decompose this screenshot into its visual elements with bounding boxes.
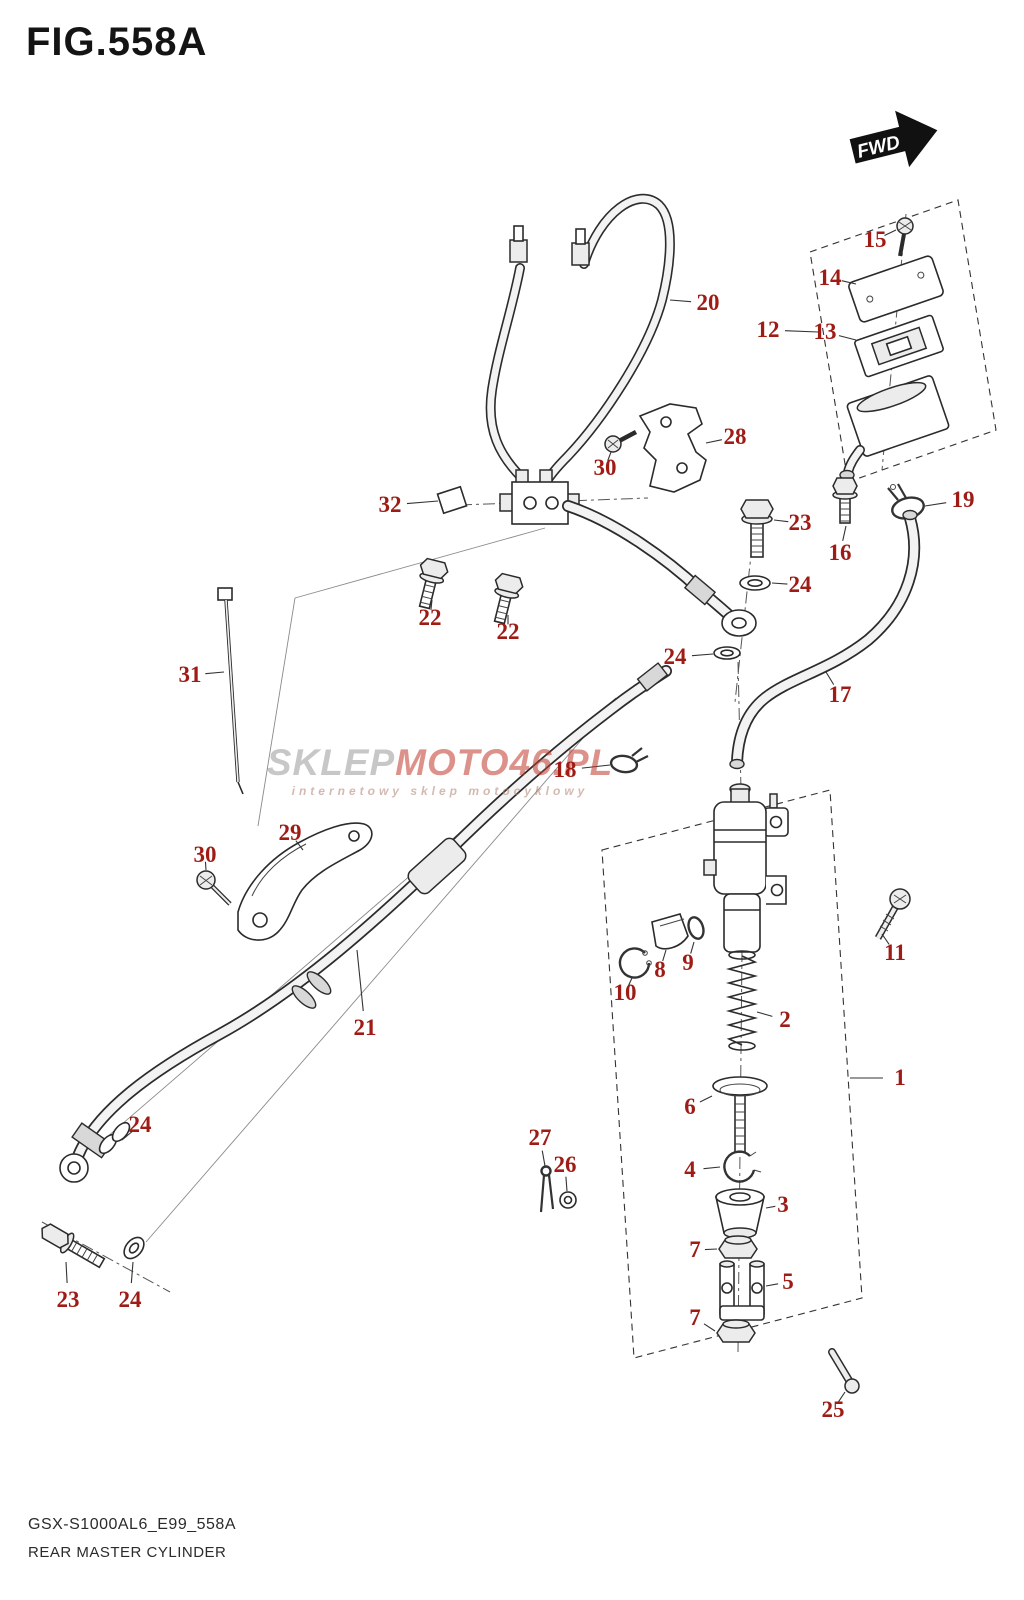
leader-line-22: [430, 599, 433, 610]
leader-line-3: [765, 1205, 776, 1209]
leader-line-2: [756, 1011, 773, 1017]
part-28-bracket: [638, 403, 707, 493]
part-13-diaphragm-plate: [854, 314, 944, 378]
figure-title: FIG.558A: [26, 20, 208, 64]
part-32-protector: [436, 485, 468, 515]
part-20-brake-pipes: [485, 193, 675, 491]
part-3-boot: [715, 1188, 765, 1239]
leader-lines: [65, 229, 947, 1403]
part-22-bolt-left: [418, 557, 449, 610]
part-18-clamp: [609, 747, 649, 774]
part-21-brake-hose: [59, 662, 672, 1183]
footer-code: GSX-S1000AL6_E99_558A: [28, 1516, 236, 1533]
leader-line-24: [771, 582, 788, 585]
fwd-arrow: FWD: [849, 110, 938, 168]
leader-line-25: [837, 1391, 846, 1403]
leader-line-8: [662, 949, 667, 962]
junction-block: [499, 469, 580, 525]
leader-line-20: [669, 299, 692, 303]
part-16-bolt: [832, 477, 858, 524]
leader-line-15: [884, 229, 897, 236]
part-15-screw: [896, 217, 914, 257]
part-23-bolt-lower: [41, 1223, 106, 1269]
part-5-clevis: [719, 1260, 765, 1321]
leader-line-4: [703, 1166, 721, 1170]
part-26-washer: [559, 1191, 577, 1209]
leader-line-30: [607, 451, 612, 461]
part-2-spring: [725, 950, 759, 1051]
leader-line-9: [690, 941, 695, 954]
part-12-reservoir-box: [809, 199, 997, 483]
leader-line-23: [773, 519, 789, 523]
part-4-clip: [723, 1150, 762, 1183]
leader-line-31: [205, 671, 225, 675]
part-10-circlip: [618, 947, 652, 979]
part-25-pin: [828, 1348, 860, 1394]
part-23-bolt-upper: [740, 499, 774, 558]
hose-to-master-cylinder: [562, 500, 757, 637]
part-7-nut-upper: [718, 1235, 758, 1259]
part-6-push-rod: [712, 1076, 768, 1153]
part-7-nut-lower: [716, 1319, 756, 1343]
leader-line-21: [356, 949, 364, 1012]
construction-lines: [91, 527, 617, 1243]
part-17-reservoir-hose: [729, 509, 921, 770]
leader-line-6: [699, 1095, 713, 1103]
reservoir-body: [839, 375, 950, 481]
leader-line-13: [838, 335, 857, 341]
leader-line-11: [881, 933, 890, 945]
part-14-reservoir-cap: [848, 255, 944, 323]
part-22-bolt-right: [493, 572, 524, 625]
part-24-washer-lower: [123, 1236, 145, 1260]
leader-line-7: [704, 1248, 718, 1251]
leader-line-23: [65, 1261, 68, 1284]
leader-line-5: [765, 1283, 779, 1287]
leader-line-29: [295, 840, 304, 851]
axis-lines: [41, 213, 907, 1353]
leader-line-10: [627, 977, 633, 987]
footer: GSX-S1000AL6_E99_558A REAR MASTER CYLIND…: [28, 1516, 236, 1561]
part-24-washer-mid: [713, 646, 741, 660]
leader-line-12: [784, 330, 819, 333]
part-29-bracket: [237, 822, 373, 941]
leader-line-17: [825, 671, 835, 685]
master-cylinder-body: [703, 783, 789, 953]
leader-line-32: [406, 500, 439, 505]
leader-line-18: [581, 764, 611, 769]
part-24-washer-upper: [739, 575, 771, 591]
leader-line-24: [691, 653, 714, 657]
part-8-boot: [651, 913, 689, 950]
leader-line-27: [541, 1150, 546, 1167]
part-24-washers-hose-end: [98, 1121, 131, 1155]
part-30-screw-upper: [604, 430, 638, 453]
part-11-bolt: [874, 888, 911, 940]
leader-line-14: [841, 280, 857, 285]
leader-line-19: [924, 502, 947, 507]
leader-line-28: [705, 439, 723, 444]
part-9-oring: [687, 916, 705, 940]
leader-line-24: [121, 1131, 133, 1141]
leader-line-7: [703, 1323, 716, 1332]
part-27-cotter-pin: [539, 1165, 555, 1213]
leader-line-30: [204, 861, 207, 871]
part-31-cable-tie: [217, 587, 244, 795]
leader-line-26: [565, 1176, 568, 1192]
leader-line-16: [842, 525, 847, 541]
leader-line-24: [130, 1261, 134, 1284]
part-30-screw-lower: [196, 870, 232, 906]
footer-title: REAR MASTER CYLINDER: [28, 1544, 227, 1561]
